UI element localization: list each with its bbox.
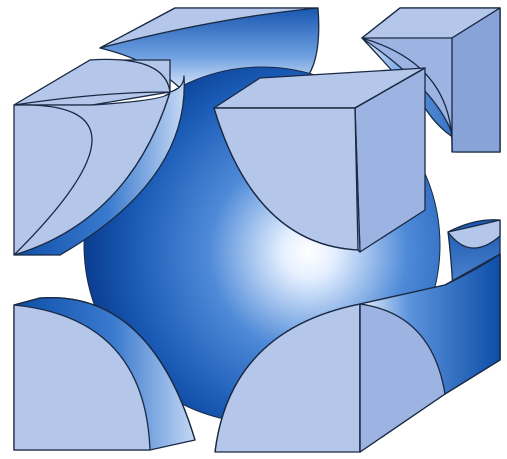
unit-cell-illustration	[0, 0, 507, 459]
unit-cell-figure	[0, 0, 507, 459]
